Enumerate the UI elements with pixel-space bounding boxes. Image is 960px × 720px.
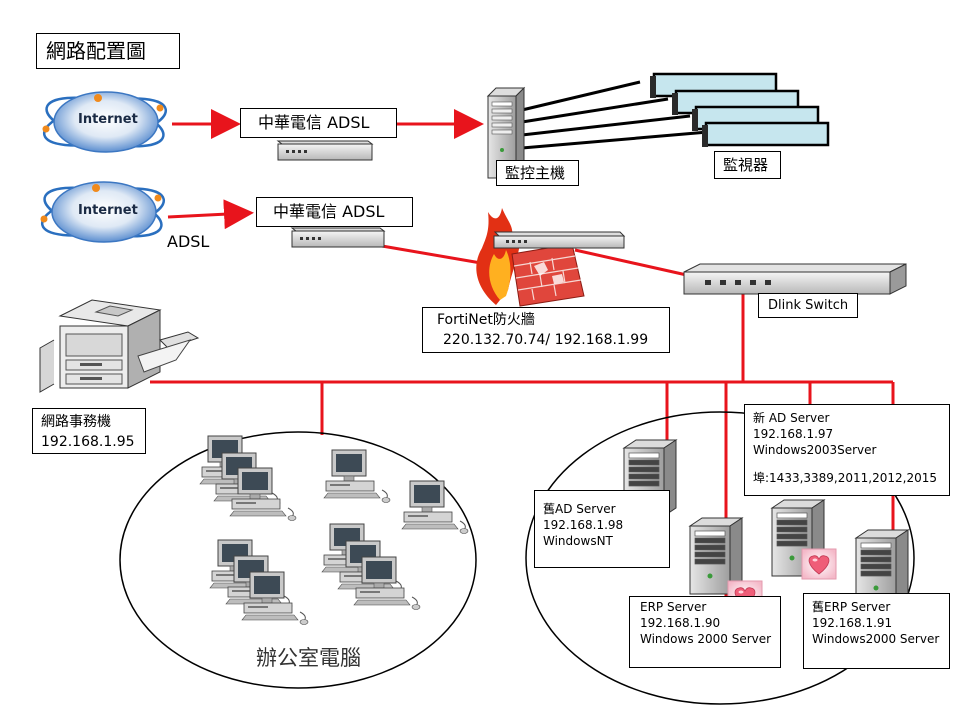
new-ad-os: Windows2003Server xyxy=(753,443,877,457)
printer-ip: 192.168.1.95 xyxy=(41,434,135,450)
switch-label: Dlink Switch xyxy=(758,293,858,318)
printer-name: 網路事務機 xyxy=(41,414,111,430)
pc-icon xyxy=(323,449,391,503)
wire-dvr-monitors xyxy=(521,80,709,150)
heart-sticker-icon xyxy=(801,548,837,580)
old-ad-ip: 192.168.1.98 xyxy=(543,518,624,532)
wire-internet2-modem2 xyxy=(167,199,254,230)
erp-os: Windows 2000 Server xyxy=(640,632,772,646)
server-zone xyxy=(525,411,915,705)
printer-label: 網路事務機 192.168.1.95 xyxy=(32,408,146,454)
firewall-ip: 220.132.70.74/ 192.168.1.99 xyxy=(443,332,649,348)
dvr-label: 監控主機 xyxy=(496,160,579,186)
dlink-switch-icon xyxy=(683,263,907,295)
firewall-name: FortiNet防火牆 xyxy=(437,312,535,328)
adsl-modem-2 xyxy=(290,227,386,248)
new-ad-name: 新 AD Server xyxy=(753,411,830,425)
internet-cloud-2 xyxy=(40,181,166,243)
pc-icon xyxy=(401,480,469,534)
old-ad-server-label: 舊AD Server 192.168.1.98 WindowsNT xyxy=(534,490,670,568)
firewall-label: FortiNet防火牆 220.132.70.74/ 192.168.1.99 xyxy=(422,307,670,353)
office-pcs xyxy=(199,435,469,625)
internet-label-1: Internet xyxy=(78,112,138,127)
internet-label-2: Internet xyxy=(78,203,138,218)
old-erp-os: Windows2000 Server xyxy=(812,632,940,646)
new-ad-ip: 192.168.1.97 xyxy=(753,427,834,441)
modem-1-label: 中華電信 ADSL xyxy=(240,108,397,138)
old-ad-os: WindowsNT xyxy=(543,534,613,548)
office-zone xyxy=(119,431,477,689)
diagram-title: 網路配置圖 xyxy=(36,33,180,69)
new-ad-ports: 埠:1433,3389,2011,2012,2015 xyxy=(753,471,937,485)
office-label: 辦公室電腦 xyxy=(256,646,361,670)
pc-icon xyxy=(353,556,421,610)
firewall-icon xyxy=(476,208,626,307)
old-ad-name: 舊AD Server xyxy=(543,502,616,516)
internet-cloud-1 xyxy=(42,91,168,153)
erp-ip: 192.168.1.90 xyxy=(640,616,721,630)
wire-firewall-switch xyxy=(574,248,701,280)
erp-name: ERP Server xyxy=(640,600,707,614)
old-erp-name: 舊ERP Server xyxy=(812,600,891,614)
network-printer xyxy=(39,299,200,393)
new-ad-server-label: 新 AD Server 192.168.1.97 Windows2003Serv… xyxy=(744,404,950,496)
old-erp-ip: 192.168.1.91 xyxy=(812,616,893,630)
monitors-label: 監視器 xyxy=(714,151,781,179)
adsl-text: ADSL xyxy=(167,232,210,251)
adsl-modem-1 xyxy=(276,140,374,161)
pc-icon xyxy=(241,571,309,625)
modem-2-label: 中華電信 ADSL xyxy=(256,197,413,227)
erp-server-label: ERP Server 192.168.1.90 Windows 2000 Ser… xyxy=(629,596,781,668)
pc-icon xyxy=(229,467,297,521)
old-erp-server-label: 舊ERP Server 192.168.1.91 Windows2000 Ser… xyxy=(803,593,950,669)
